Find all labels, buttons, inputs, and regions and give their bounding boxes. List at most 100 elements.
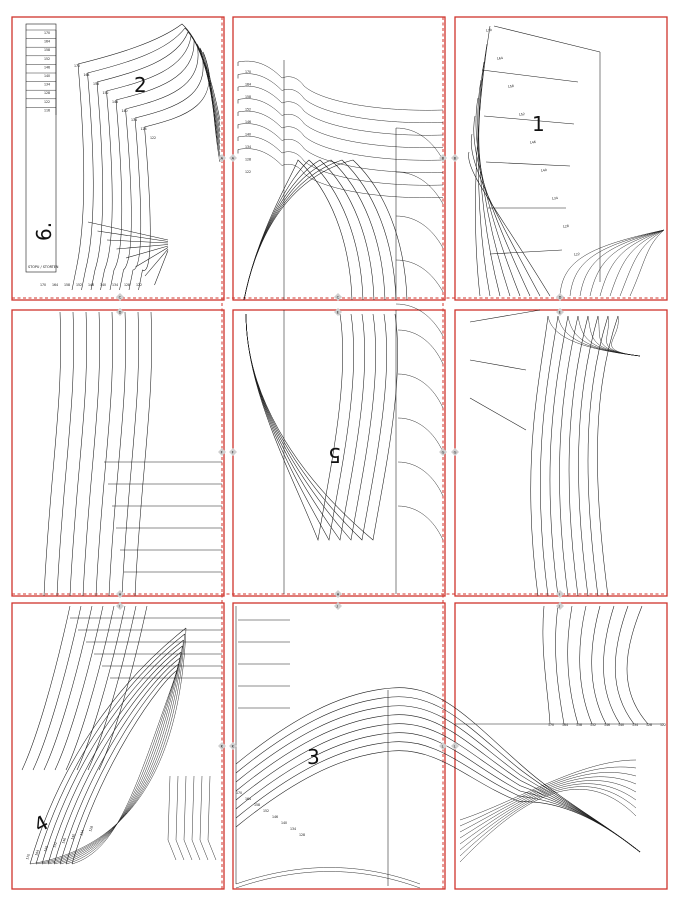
svg-text:134: 134 (290, 827, 296, 831)
svg-text:B: B (442, 156, 445, 160)
svg-text:C: C (119, 295, 122, 299)
svg-text:G: G (454, 450, 457, 454)
tile-marker: K (229, 742, 237, 750)
tile-r3c2 (232, 602, 446, 890)
tile-marker: I (556, 590, 564, 598)
svg-text:134: 134 (79, 829, 85, 836)
svg-text:158: 158 (254, 803, 260, 807)
svg-text:L: L (442, 744, 444, 748)
svg-text:170: 170 (74, 64, 80, 68)
svg-text:170: 170 (245, 70, 251, 74)
svg-text:D: D (559, 295, 562, 299)
size-labels: 1701641581521461401341281221161701641581… (25, 28, 666, 860)
tile-r3c1 (11, 602, 225, 890)
svg-text:170: 170 (44, 31, 50, 35)
svg-text:128: 128 (245, 158, 251, 162)
svg-text:170: 170 (25, 853, 31, 860)
svg-text:I: I (559, 592, 560, 596)
svg-text:170: 170 (236, 791, 242, 795)
size-chart-caption: STOPU / STORTEN (28, 265, 59, 269)
svg-text:146: 146 (604, 723, 610, 727)
tile-marker: F (218, 448, 226, 456)
svg-text:L: L (454, 744, 456, 748)
svg-text:158: 158 (576, 723, 582, 727)
svg-text:164: 164 (245, 83, 251, 87)
svg-text:164: 164 (34, 849, 40, 856)
svg-text:158: 158 (93, 82, 99, 86)
svg-text:134: 134 (632, 723, 638, 727)
svg-text:152: 152 (263, 809, 269, 813)
svg-text:152: 152 (245, 108, 251, 112)
tile-markers: A A B B C C D D E E F F G G H H I I J J K K L L (116, 154, 564, 750)
size-chart: STOPU / STORTEN (25, 23, 59, 273)
svg-text:B: B (454, 156, 457, 160)
svg-text:H: H (337, 592, 340, 596)
tile-marker: B (439, 154, 447, 162)
pattern-lines (21, 23, 665, 889)
tile-marker: K (218, 742, 226, 750)
svg-text:140: 140 (70, 833, 76, 840)
tile-marker: G (439, 448, 447, 456)
tile-marker: C (334, 293, 342, 301)
svg-text:128: 128 (646, 723, 652, 727)
svg-text:F: F (232, 450, 234, 454)
svg-text:H: H (119, 592, 122, 596)
tile-marker: F (229, 448, 237, 456)
svg-text:134: 134 (245, 145, 251, 149)
svg-text:K: K (232, 744, 235, 748)
svg-text:140: 140 (122, 109, 128, 113)
svg-text:122: 122 (150, 136, 156, 140)
tile-marker: J (334, 602, 342, 610)
svg-text:152: 152 (76, 283, 82, 287)
svg-text:F: F (221, 450, 223, 454)
svg-text:E: E (559, 310, 562, 314)
tile-r1c2 (232, 16, 446, 301)
tile-marker: C (116, 293, 124, 301)
svg-text:128: 128 (44, 91, 50, 95)
tile-marker: H (334, 590, 342, 598)
svg-text:146: 146 (272, 815, 278, 819)
svg-text:170: 170 (548, 723, 554, 727)
tile-marker: I (116, 602, 124, 610)
tile-r1c3 (454, 16, 668, 301)
svg-text:122: 122 (44, 100, 50, 104)
svg-text:134: 134 (44, 83, 50, 87)
svg-text:128: 128 (88, 825, 94, 832)
svg-text:134: 134 (112, 283, 118, 287)
svg-text:E: E (337, 310, 340, 314)
tile-marker: H (116, 590, 124, 598)
svg-text:146: 146 (44, 65, 50, 69)
svg-text:140: 140 (540, 168, 547, 173)
svg-text:I: I (119, 604, 120, 608)
svg-text:G: G (442, 450, 445, 454)
piece-number-3: 3 (307, 745, 320, 769)
svg-text:C: C (337, 295, 340, 299)
svg-text:116: 116 (44, 108, 50, 112)
svg-text:158: 158 (507, 84, 514, 89)
tile-marker: L (451, 742, 459, 750)
tile-r3c3 (454, 602, 668, 890)
svg-text:152: 152 (103, 91, 109, 95)
svg-text:140: 140 (281, 821, 287, 825)
svg-text:A: A (221, 156, 224, 160)
svg-text:A: A (232, 156, 235, 160)
svg-text:128: 128 (299, 833, 305, 837)
tile-r2c3 (454, 309, 668, 597)
tile-r2c1 (11, 309, 225, 597)
svg-text:J: J (558, 604, 560, 608)
piece-number-4: 4 (30, 810, 53, 837)
svg-text:158: 158 (44, 48, 50, 52)
svg-text:158: 158 (245, 95, 251, 99)
tile-marker: D (116, 308, 124, 316)
svg-text:146: 146 (88, 283, 94, 287)
svg-text:146: 146 (529, 140, 536, 145)
svg-text:164: 164 (84, 73, 90, 77)
svg-text:140: 140 (100, 283, 106, 287)
tile-marker: A (229, 154, 237, 162)
svg-text:122: 122 (245, 170, 251, 174)
svg-text:146: 146 (61, 837, 67, 844)
tile-marker: E (334, 308, 342, 316)
piece-number-1: 1 (532, 112, 545, 136)
tile-marker: G (451, 448, 459, 456)
piece-number-6: 6. (32, 222, 56, 241)
